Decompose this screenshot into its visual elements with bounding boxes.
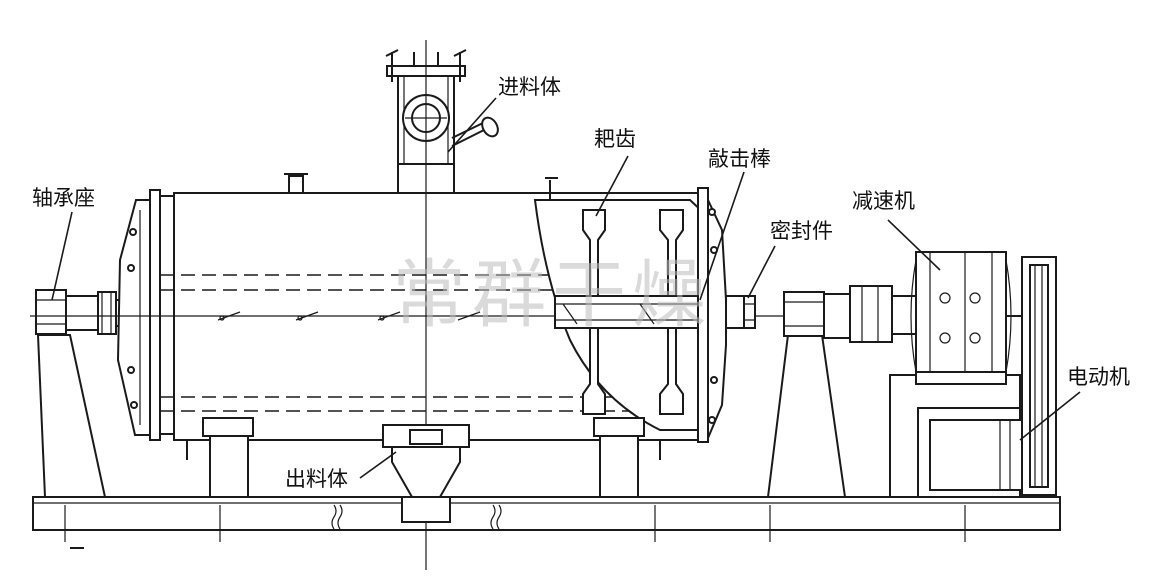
label-striking-rod: 敲击棒 [708,147,771,171]
motor [917,407,1027,498]
left-end-cap [116,189,175,441]
label-motor: 电动机 [1067,365,1130,389]
coupling [823,285,917,343]
label-bearing-seat: 轴承座 [32,186,95,210]
leader-lines [51,97,1081,479]
label-seal: 密封件 [770,219,833,243]
feed-body [385,49,499,194]
label-feed-body: 进料体 [498,75,561,99]
base-frame [32,496,1061,549]
label-discharge-body: 出料体 [285,467,348,491]
belt-pulley [1006,256,1057,496]
bearing-stand [766,291,847,498]
watermark: 常群干燥 [392,252,712,338]
label-reducer: 减速机 [852,189,915,213]
discharge-body [382,424,470,523]
label-rake-teeth: 耙齿 [594,127,636,151]
support-legs [186,417,661,498]
right-end-cap [697,187,745,443]
